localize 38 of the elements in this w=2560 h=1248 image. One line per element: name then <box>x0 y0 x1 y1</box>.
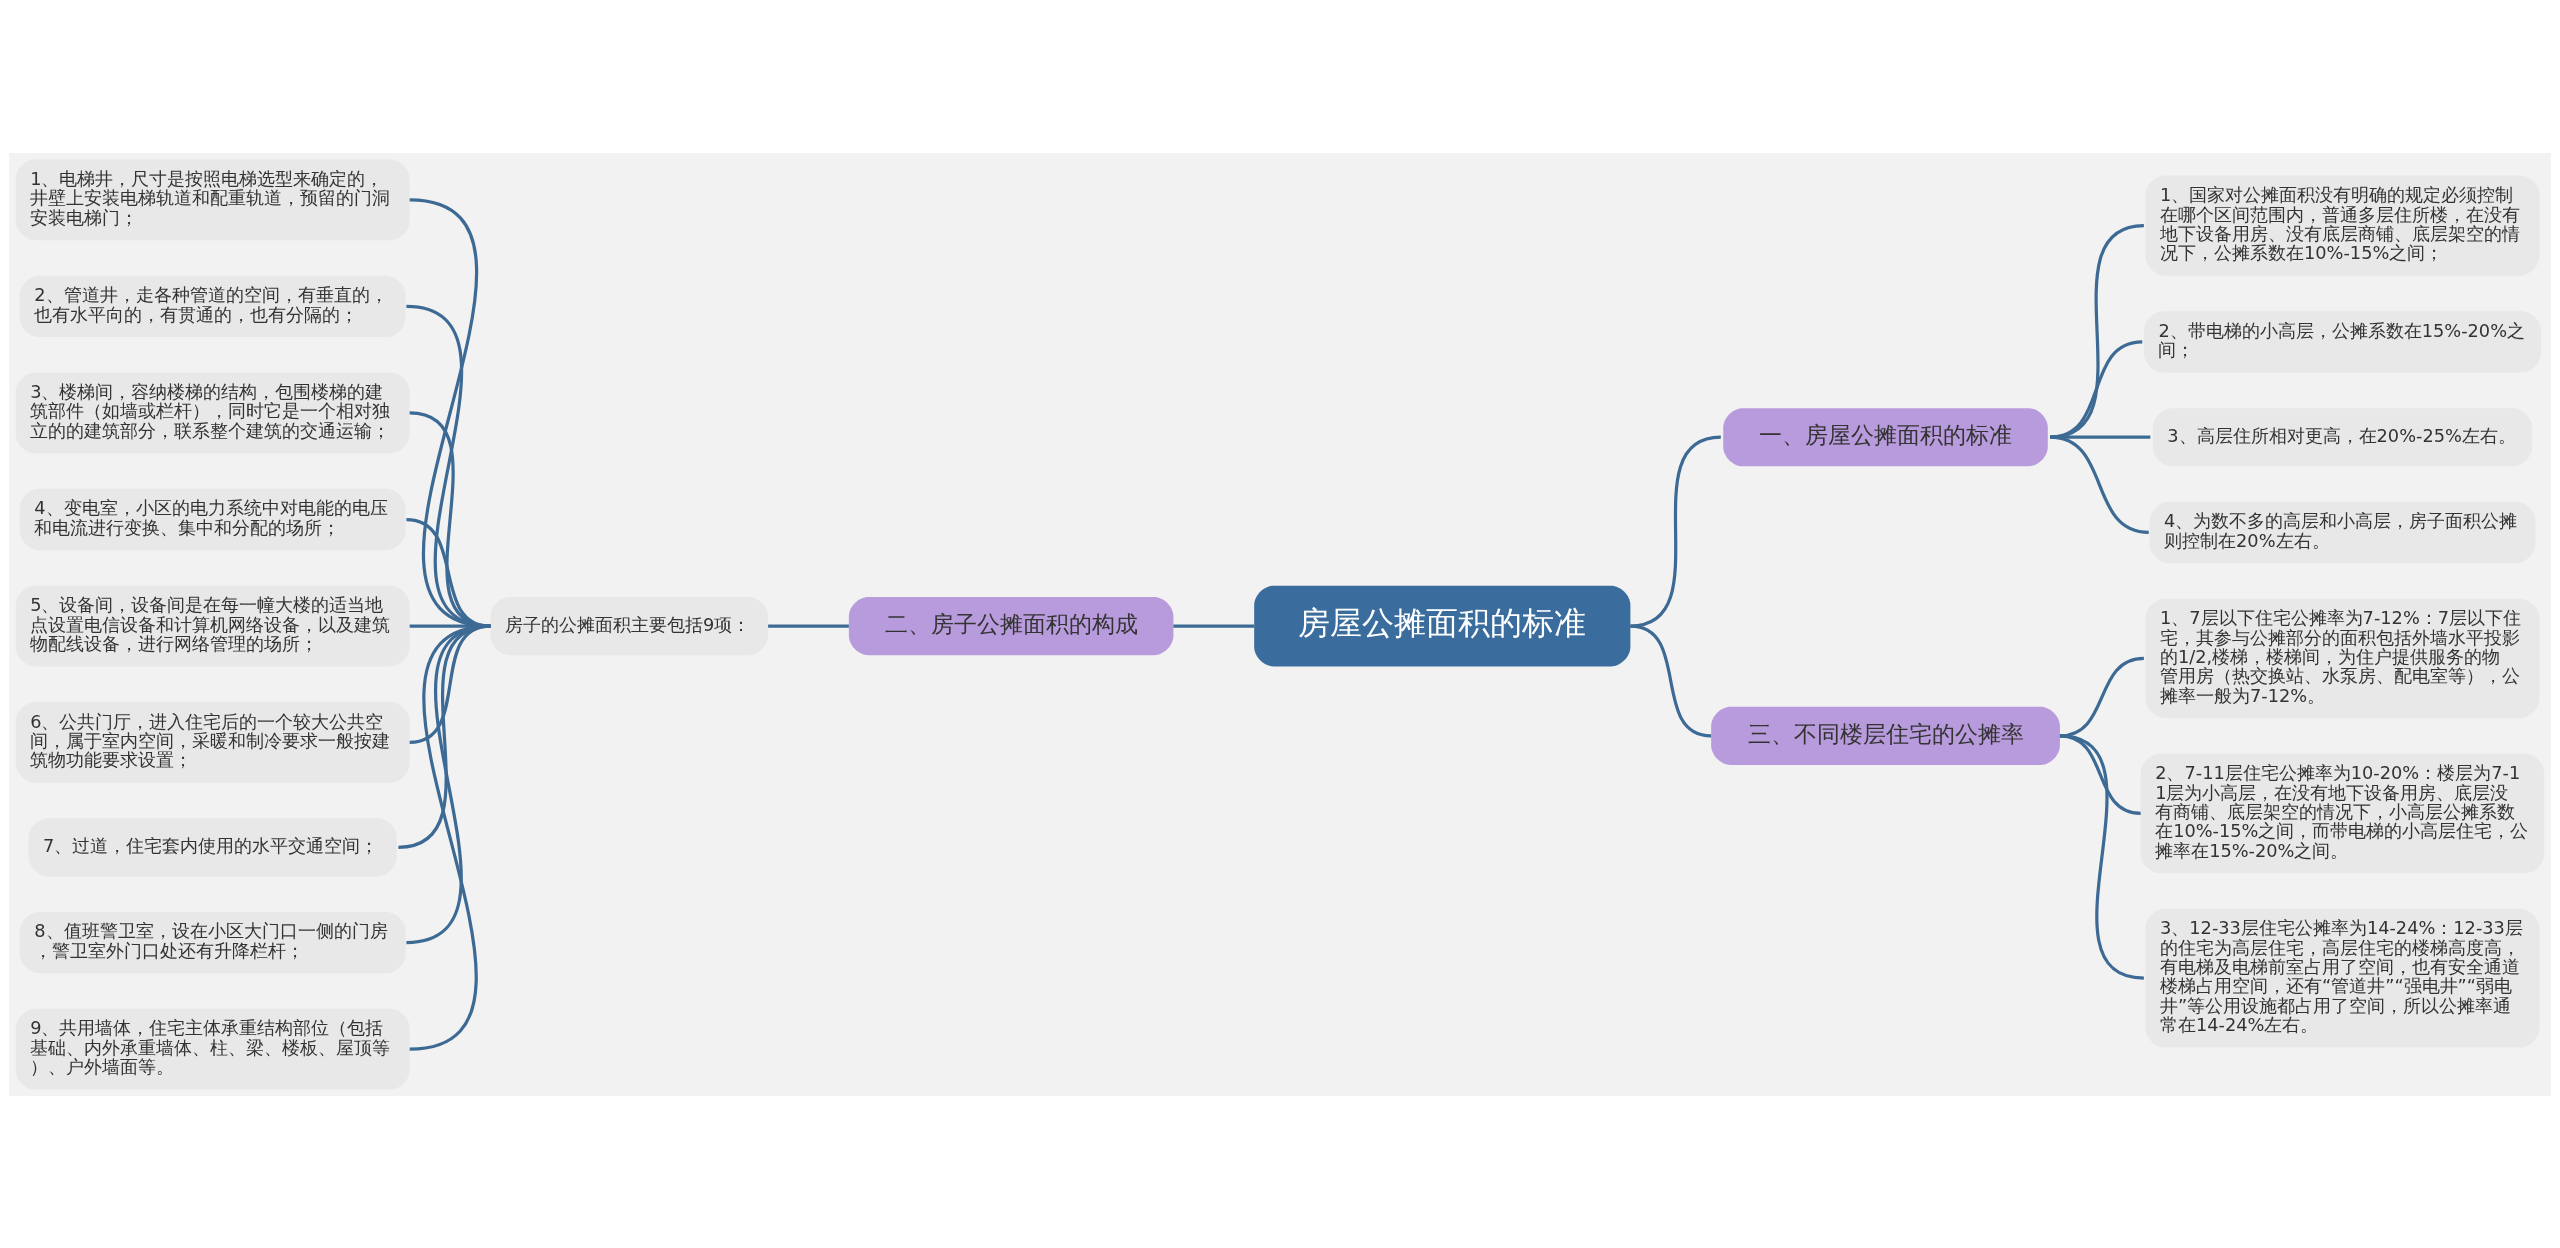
node-box: 2、管道井，走各种管道的空间，有垂直的，也有水平向的，有贯通的，也有分隔的； <box>19 275 406 337</box>
node-box: 4、为数不多的高层和小高层，房子面积公摊则控制在20%左右。 <box>2149 501 2536 563</box>
node-box: 房子的公摊面积主要包括9项： <box>490 596 769 655</box>
node-box: 1、国家对公摊面积没有明确的规定必须控制在哪个区间范围内，普通多层住所楼，在没有地下设备用房、没有底层商铺、底层架空的情况下，公摊系数在10%-15%之间； <box>2145 175 2540 276</box>
connector <box>398 624 491 849</box>
node-box: 9、共用墙体，住宅主体承重结构部位（包括基础、内外承重墙体、柱、梁、楼板、屋顶等）、户外墙面等。 <box>15 1008 410 1090</box>
connector <box>2050 435 2149 534</box>
node-box: 3、高层住所相对更高，在20%-25%左右。 <box>2152 407 2533 466</box>
connector <box>2050 339 2143 439</box>
node-box: 3、楼梯间，容纳楼梯的结构，包围楼梯的建筑部件（如墙或栏杆），同时它是一个相对独立的的建筑部分，联系整个建筑的交通运输； <box>15 372 410 453</box>
connector <box>406 517 491 628</box>
node-box: 二、房子公摊面积的构成 <box>848 596 1174 655</box>
connector <box>409 197 491 628</box>
node-box: 4、变电室，小区的电力系统中对电能的电压和电流进行变换、集中和分配的场所； <box>19 488 406 550</box>
connector <box>2049 223 2145 439</box>
node-box: 2、7-11层住宅公摊率为10-20%：楼层为7-11层为小高层，在没有地下设备用房、底层没有商铺、底层架空的情况下，小高层公摊系数在10%-15%之间，而带电梯的小高层住宅，公摊率在15%-20%之间。 <box>2140 753 2545 873</box>
connector <box>768 624 849 628</box>
connector <box>406 304 491 628</box>
connector <box>409 624 491 744</box>
node-box: 三、不同楼层住宅的公摊率 <box>1711 706 2060 765</box>
node-box: 2、带电梯的小高层，公摊系数在15%-20%之间； <box>2143 310 2542 373</box>
connector <box>2059 733 2145 980</box>
node-box: 1、7层以下住宅公摊率为7-12%：7层以下住宅，其参与公摊部分的面积包括外墙水平投影的1/2,楼梯，楼梯间，为住户提供服务的物管用房（热交换站、水泵房、配电室等），公摊率一般为7-12%。 <box>2145 598 2540 718</box>
node-box: 8、值班警卫室，设在小区大门口一侧的门房，警卫室外门口处还有升降栏杆； <box>19 911 406 973</box>
node-box: 房屋公摊面积的标准 <box>1254 585 1631 666</box>
node-box: 5、设备间，设备间是在每一幢大楼的适当地点设置电信设备和计算机网络设备，以及建筑物配线设备，进行网络管理的场所； <box>15 585 410 666</box>
connector <box>406 624 491 944</box>
connector <box>1630 435 1722 628</box>
connector <box>1173 624 1255 628</box>
node-box: 一、房屋公摊面积的标准 <box>1723 407 2048 466</box>
node-box: 3、12-33层住宅公摊率为14-24%：12-33层的住宅为高层住宅，高层住宅的楼梯高度高，有电梯及电梯前室占用了空间，也有安全通道楼梯占用空间，还有“管道井”“强电井”“弱电井”等公用设施都占用了空间，所以公摊率通常在14-24%左右。 <box>2145 908 2540 1048</box>
connector <box>409 624 491 628</box>
connector <box>409 624 491 1051</box>
connector <box>409 410 491 628</box>
node-box: 7、过道，住宅套内使用的水平交通空间； <box>28 817 397 876</box>
node-box: 6、公共门厅，进入住宅后的一个较大公共空间，属于室内空间，采暖和制冷要求一般按建筑物功能要求设置； <box>15 701 410 783</box>
node-box: 1、电梯井，尺寸是按照电梯选型来确定的，井壁上安装电梯轨道和配重轨道，预留的门洞安装电梯门； <box>15 158 410 240</box>
connector <box>1630 624 1712 737</box>
